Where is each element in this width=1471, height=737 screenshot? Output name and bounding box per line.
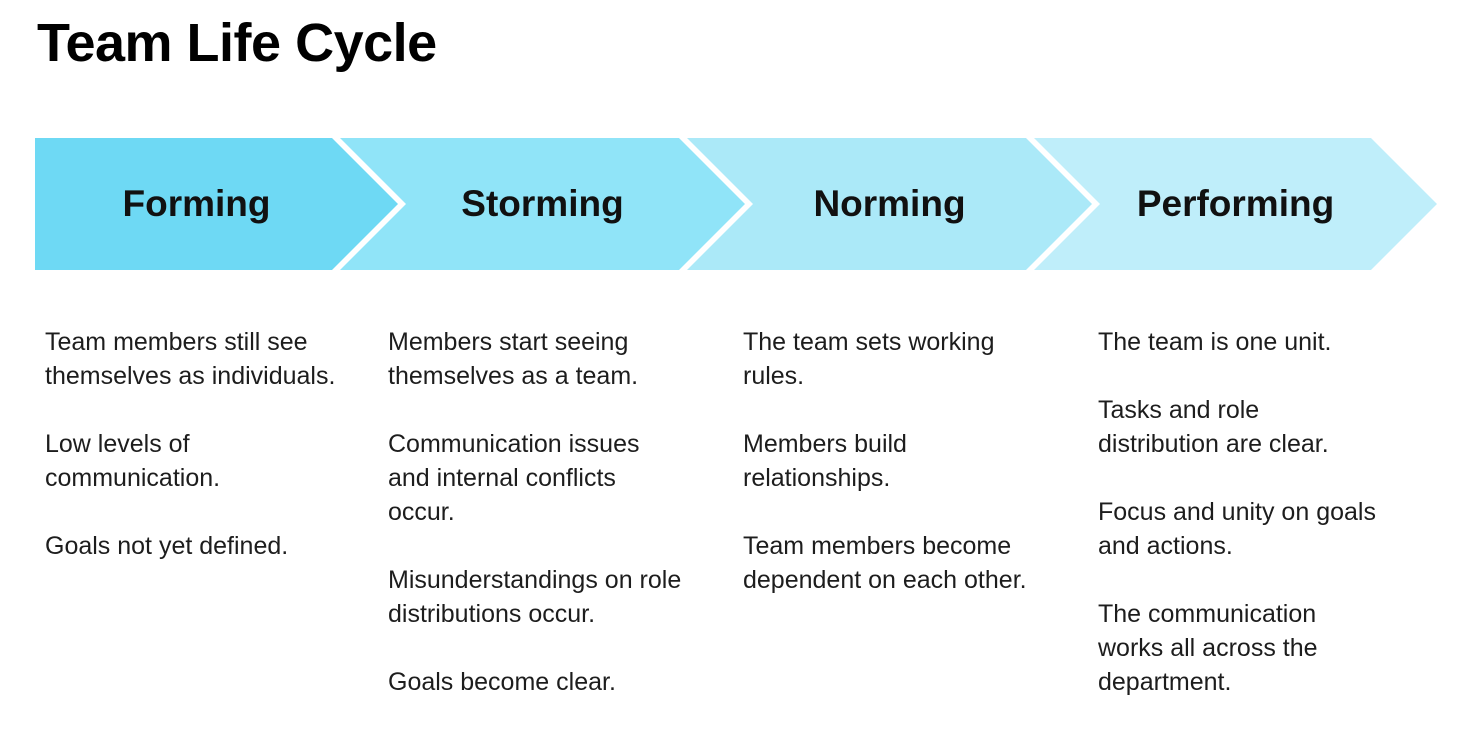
description-paragraph: Goals become clear. [388, 668, 616, 696]
description-paragraph: The team sets working rules. [743, 328, 995, 390]
description-paragraph: Communication issues and internal confli… [388, 430, 640, 526]
description-paragraph: The team is one unit. [1098, 328, 1332, 356]
phase-label-forming: Forming [122, 183, 271, 224]
phase-arrow-performing: Performing [1034, 138, 1437, 270]
description-paragraph: The communication works all across the d… [1098, 600, 1318, 696]
description-paragraph: Focus and unity on goals and actions. [1098, 498, 1376, 560]
description-paragraph: Misunderstandings on role distributions … [388, 566, 682, 628]
phase-arrow-banner: Forming Storming Norming Performing [0, 138, 1471, 270]
description-paragraph: Low levels of communication. [45, 430, 221, 492]
description-paragraph: Team members still see themselves as ind… [45, 328, 336, 390]
phase-arrow-storming: Storming [340, 138, 745, 270]
phase-arrow-forming: Forming [35, 138, 398, 270]
phase-description-norming: The team sets working rules. Members bui… [743, 325, 1043, 631]
description-paragraph: Members build relationships. [743, 430, 907, 492]
phase-label-storming: Storming [461, 183, 624, 224]
phase-arrow-norming: Norming [687, 138, 1092, 270]
phase-description-storming: Members start seeing themselves as a tea… [388, 325, 688, 733]
description-paragraph: Team members become dependent on each ot… [743, 532, 1027, 594]
phase-label-norming: Norming [813, 183, 966, 224]
page-title: Team Life Cycle [37, 13, 437, 73]
phase-description-performing: The team is one unit. Tasks and role dis… [1098, 325, 1383, 733]
phase-description-forming: Team members still see themselves as ind… [45, 325, 355, 597]
description-paragraph: Goals not yet defined. [45, 532, 289, 560]
description-paragraph: Members start seeing themselves as a tea… [388, 328, 639, 390]
phase-label-performing: Performing [1136, 183, 1335, 224]
description-paragraph: Tasks and role distribution are clear. [1098, 396, 1329, 458]
